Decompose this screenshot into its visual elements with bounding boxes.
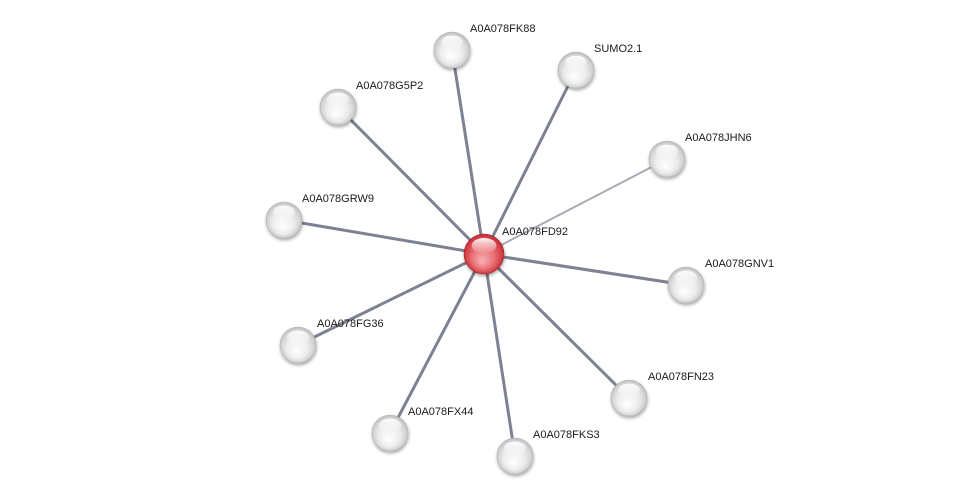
edge-a0a078fd92-sumo2-1[interactable] bbox=[482, 68, 578, 256]
node-label-a0a078g5p2: A0A078G5P2 bbox=[356, 80, 423, 92]
edge-a0a078fd92-a0a078fn23[interactable] bbox=[482, 252, 631, 400]
nodes-layer bbox=[265, 31, 705, 475]
node-sumo2-1[interactable] bbox=[557, 51, 595, 89]
labels-layer: A0A078FK88SUMO2.1A0A078G5P2A0A078JHN6A0A… bbox=[302, 23, 774, 441]
node-label-a0a078grw9: A0A078GRW9 bbox=[302, 193, 374, 205]
node-label-a0a078gnv1: A0A078GNV1 bbox=[705, 258, 774, 270]
node-label-a0a078fks3: A0A078FKS3 bbox=[533, 429, 600, 441]
node-a0a078grw9[interactable] bbox=[265, 201, 303, 239]
edge-a0a078fd92-a0a078g5p2[interactable] bbox=[336, 105, 486, 256]
node-a0a078fks3[interactable] bbox=[496, 437, 534, 475]
node-a0a078fg36[interactable] bbox=[279, 326, 317, 364]
node-a0a078gnv1[interactable] bbox=[667, 266, 705, 304]
node-a0a078fn23[interactable] bbox=[610, 379, 648, 417]
node-label-a0a078fx44: A0A078FX44 bbox=[408, 406, 473, 418]
node-label-a0a078jhn6: A0A078JHN6 bbox=[685, 132, 752, 144]
edge-a0a078fd92-a0a078fk88[interactable] bbox=[450, 48, 486, 256]
node-a0a078g5p2[interactable] bbox=[319, 88, 357, 126]
node-label-a0a078fn23: A0A078FN23 bbox=[648, 371, 714, 383]
node-label-center-a0a078fd92: A0A078FD92 bbox=[502, 226, 568, 238]
edges-layer bbox=[282, 48, 688, 458]
node-a0a078fx44[interactable] bbox=[371, 414, 409, 452]
node-a0a078jhn6[interactable] bbox=[648, 140, 686, 178]
edge-a0a078fd92-a0a078fx44[interactable] bbox=[388, 252, 486, 435]
node-label-a0a078fk88: A0A078FK88 bbox=[470, 23, 535, 35]
edge-a0a078fd92-a0a078gnv1[interactable] bbox=[482, 252, 688, 287]
node-label-sumo2-1: SUMO2.1 bbox=[594, 43, 642, 55]
node-center-a0a078fd92[interactable] bbox=[463, 233, 505, 275]
edge-a0a078fd92-a0a078grw9[interactable] bbox=[282, 218, 486, 256]
edge-a0a078fd92-a0a078fg36[interactable] bbox=[296, 252, 486, 347]
node-a0a078fk88[interactable] bbox=[433, 31, 471, 69]
node-label-a0a078fg36: A0A078FG36 bbox=[317, 318, 384, 330]
edge-a0a078fd92-a0a078jhn6[interactable] bbox=[483, 158, 668, 255]
edge-a0a078fd92-a0a078fks3[interactable] bbox=[482, 252, 517, 458]
